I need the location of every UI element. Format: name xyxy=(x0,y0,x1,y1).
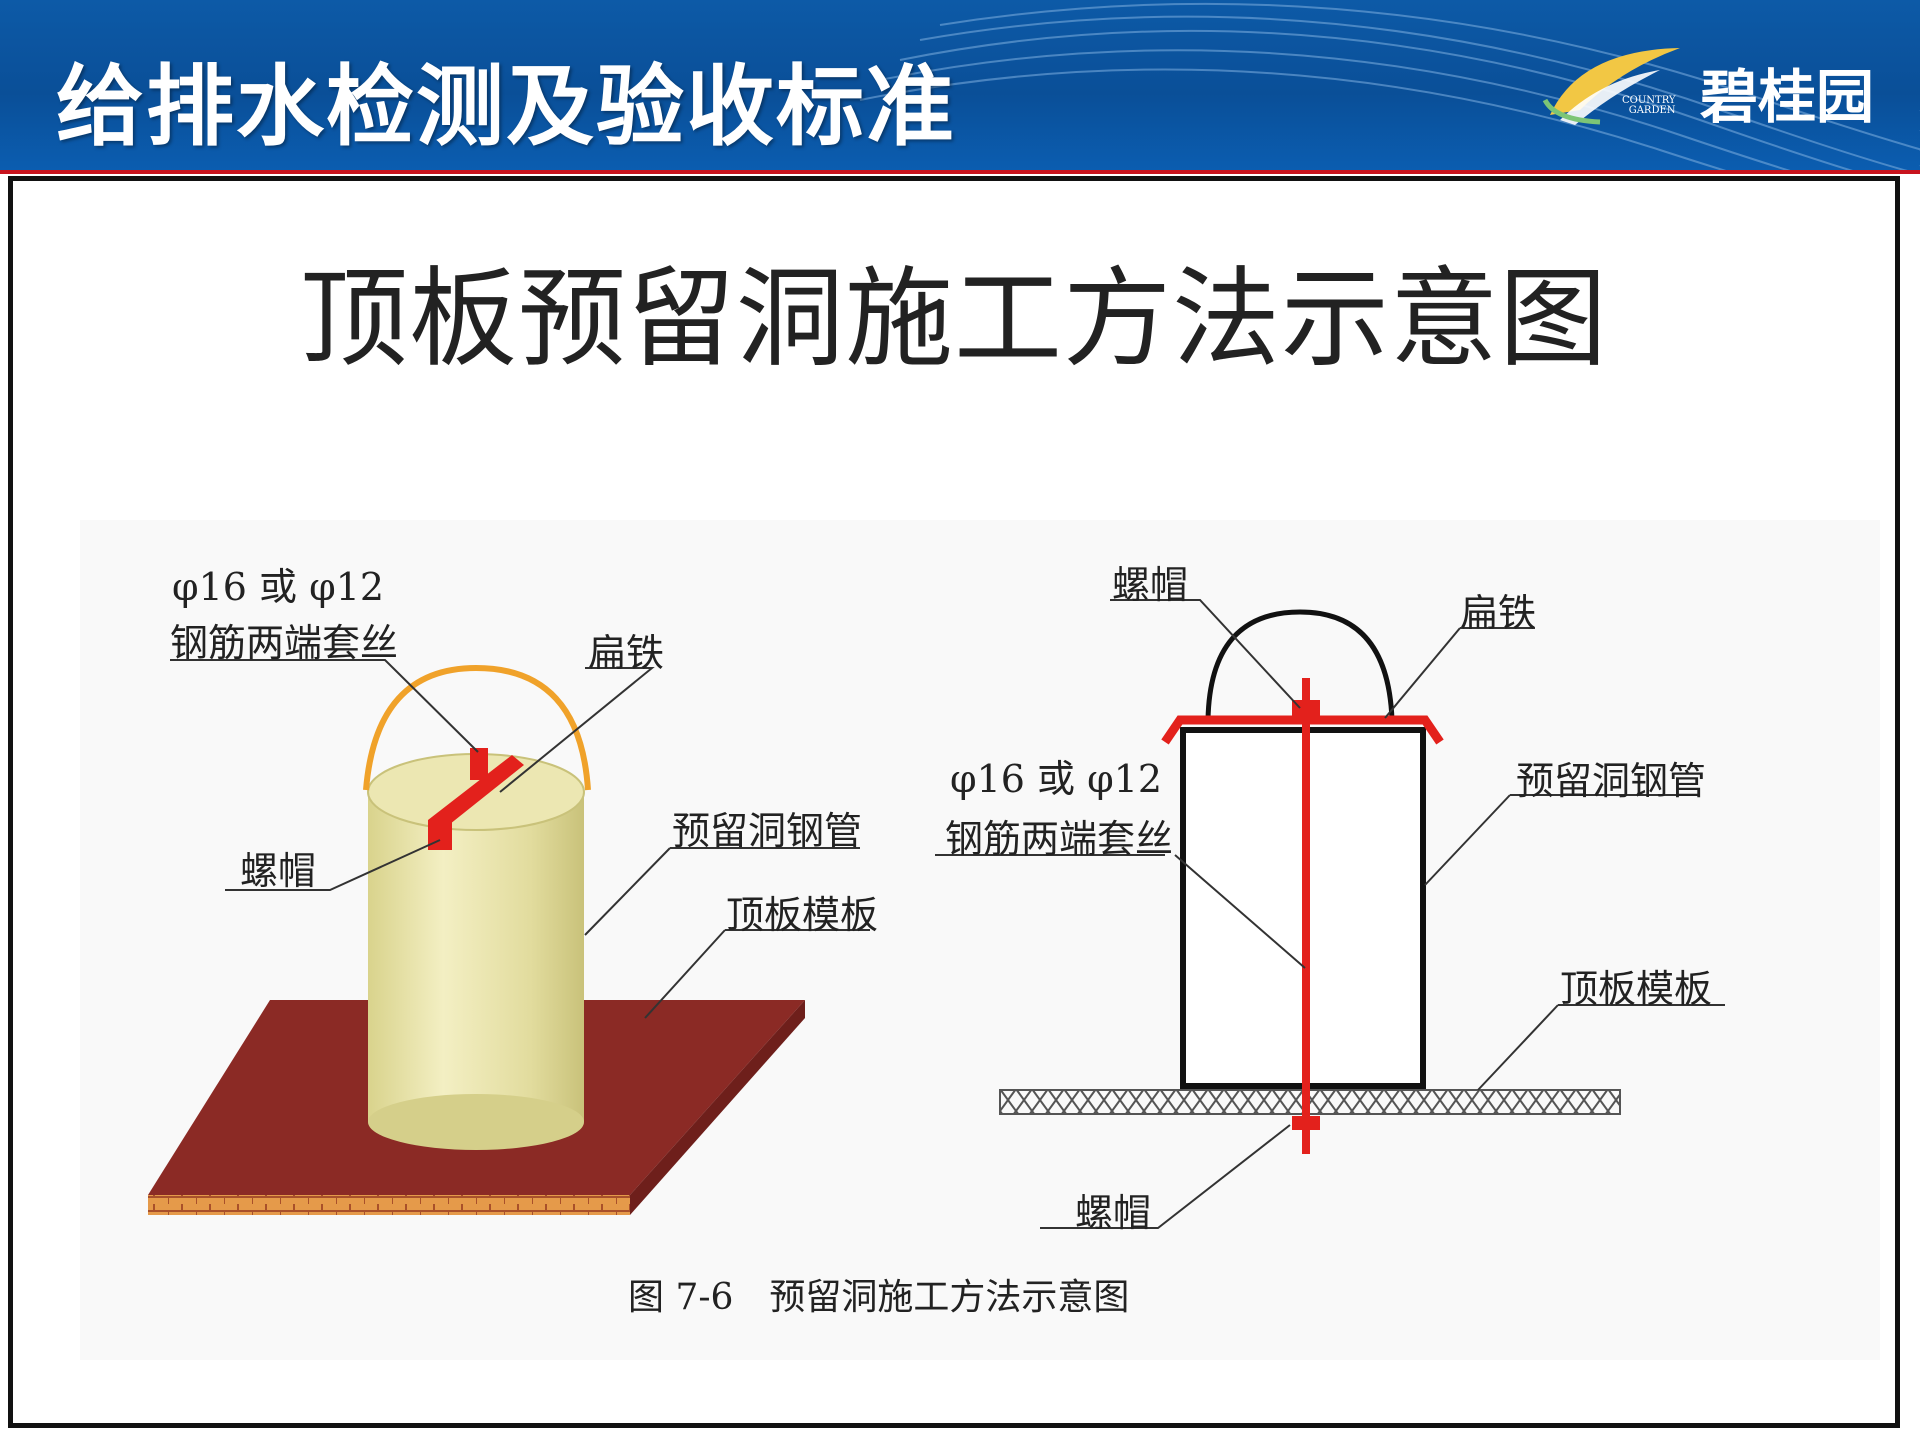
logo-swirl-icon xyxy=(1542,48,1680,125)
left-formwork-slab-edge xyxy=(630,1000,805,1215)
right-figure xyxy=(935,599,1725,1229)
left-flat-iron-tab xyxy=(428,820,452,850)
header-decoration-lines xyxy=(859,2,1920,170)
content-frame xyxy=(8,176,1900,1428)
left-label-flat-iron: 扁铁 xyxy=(588,631,665,675)
left-label-rebar-desc: 钢筋两端套丝 xyxy=(170,621,399,665)
logo-brand-name: 碧桂园 xyxy=(1700,63,1875,131)
left-nut xyxy=(470,748,488,780)
diagram-title: 顶板预留洞施工方法示意图 xyxy=(300,257,1609,382)
right-label-rebar-desc: 钢筋两端套丝 xyxy=(945,817,1174,861)
right-handle-arc xyxy=(1205,609,1395,721)
right-nut-top xyxy=(1292,700,1320,716)
left-sleeve-bottom xyxy=(368,1094,584,1150)
left-label-formwork: 顶板模板 xyxy=(726,893,879,937)
right-label-rebar-spec: φ16 或 φ12 xyxy=(950,757,1163,801)
right-rebar xyxy=(1302,678,1310,1154)
right-label-formwork: 顶板模板 xyxy=(1560,967,1713,1011)
right-nut-bottom xyxy=(1292,1116,1320,1130)
left-flat-iron xyxy=(428,755,524,832)
left-label-sleeve: 预留洞钢管 xyxy=(672,809,863,853)
left-sleeve-body xyxy=(368,792,584,1122)
left-formwork-slab-side xyxy=(148,1195,630,1215)
left-handle-arc xyxy=(363,664,591,791)
page-title: 给排水检测及验收标准 xyxy=(56,55,957,158)
figure-caption: 图 7-6 预留洞施工方法示意图 xyxy=(628,1268,1129,1320)
caption-number: 图 7-6 xyxy=(628,1277,734,1318)
right-label-flat-iron: 扁铁 xyxy=(1460,591,1537,635)
right-label-sleeve: 预留洞钢管 xyxy=(1516,759,1707,803)
header-bar: 给排水检测及验收标准 COUNTRY GARDEN 碧桂园 xyxy=(0,0,1920,170)
company-logo: COUNTRY GARDEN 碧桂园 xyxy=(1540,40,1890,131)
left-label-nut: 螺帽 xyxy=(240,849,317,893)
logo-english-text: COUNTRY GARDEN xyxy=(1622,95,1676,116)
right-label-nut-top: 螺帽 xyxy=(1112,563,1189,607)
caption-text: 预留洞施工方法示意图 xyxy=(769,1277,1130,1318)
right-label-nut-bottom: 螺帽 xyxy=(1075,1191,1152,1235)
left-label-rebar-spec: φ16 或 φ12 xyxy=(172,565,385,609)
left-figure xyxy=(148,659,870,1215)
header-separator xyxy=(0,170,1920,174)
